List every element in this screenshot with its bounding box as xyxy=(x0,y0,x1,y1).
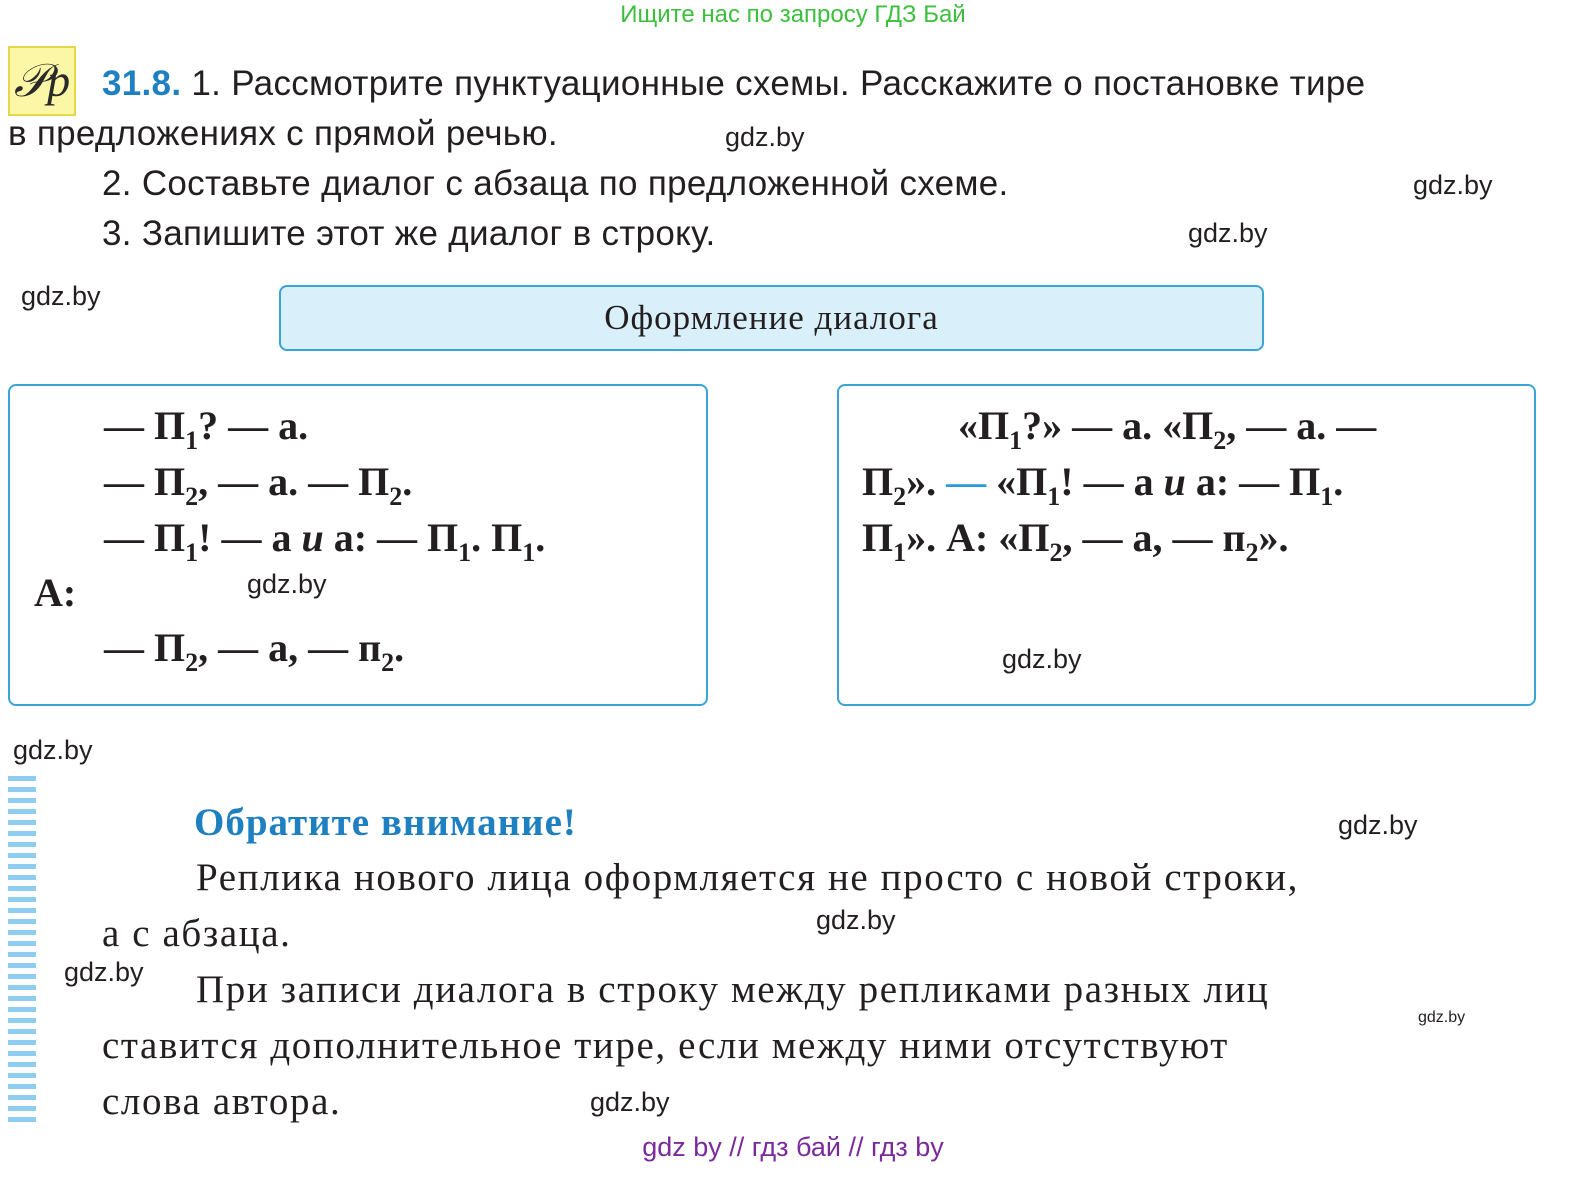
note-title: Обратите внимание! xyxy=(194,801,577,844)
scheme-box-inline xyxy=(837,384,1536,706)
note-paragraph-1-line-2: а с абзаца. xyxy=(102,912,292,955)
watermark: gdz.by xyxy=(247,569,327,599)
scheme-box-paragraph xyxy=(8,384,708,706)
note-paragraph-2-line-2: ставится дополнительное тире, если между… xyxy=(102,1024,1229,1067)
scheme-left-label: А: xyxy=(34,570,77,615)
watermark: gdz.by xyxy=(1002,644,1082,674)
watermark: gdz.by xyxy=(1413,170,1493,200)
task-line-3: 2. Составьте диалог с абзаца по предложе… xyxy=(102,164,1009,203)
watermark: gdz.by xyxy=(13,735,93,765)
note-paragraph-2-line-1: При записи диалога в строку между реплик… xyxy=(196,968,1270,1011)
top-banner[interactable]: Ищите нас по запросу ГДЗ Бай xyxy=(620,1,966,28)
scheme-right-line-1: «П1?» — а. «П2, — а. — xyxy=(958,403,1377,455)
watermark: gdz.by xyxy=(1418,1009,1466,1026)
scheme-left-row-2: — П2, — а. — П2. xyxy=(104,459,413,511)
watermark: gdz.by xyxy=(816,905,896,935)
scheme-right-line-3: П1». А: «П2, — а, — п2». xyxy=(862,515,1289,567)
scheme-left-row-4: — П2, — а, — п2. xyxy=(104,625,405,677)
note-paragraph-2-line-3: слова автора. xyxy=(102,1080,342,1123)
watermark: gdz.by xyxy=(1188,218,1268,248)
task-line-4: 3. Запишите этот же диалог в строку. xyxy=(102,214,716,253)
note-paragraph-1-line-1: Реплика нового лица оформляется не прост… xyxy=(196,856,1299,899)
task-line-2: в предложениях с прямой речью. xyxy=(8,114,558,153)
task-number: 31.8. xyxy=(102,64,182,103)
footer-links[interactable]: gdz by // гдз бай // гдз by xyxy=(642,1132,944,1162)
task-text-1: 1. Рассмотрите пунктуационные схемы. Рас… xyxy=(191,64,1366,103)
note-side-stripes xyxy=(8,776,36,1126)
task-line-1: 31.8. 1. Рассмотрите пунктуационные схем… xyxy=(102,62,1365,106)
section-title: Оформление диалога xyxy=(279,285,1264,351)
scheme-left-row-1: — П1? — а. xyxy=(104,403,309,455)
watermark: gdz.by xyxy=(725,122,805,152)
scheme-right-line-2: П2». — «П1! — а и а: — П1. xyxy=(862,459,1344,511)
watermark: gdz.by xyxy=(64,957,144,987)
additional-dash: — xyxy=(946,459,987,504)
watermark: gdz.by xyxy=(590,1087,670,1117)
rp-logo-icon: 𝒫p xyxy=(8,46,76,116)
scheme-left-row-3: — П1! — а и а: — П1. П1. xyxy=(104,515,546,567)
watermark: gdz.by xyxy=(1338,810,1418,840)
watermark: gdz.by xyxy=(21,281,101,311)
